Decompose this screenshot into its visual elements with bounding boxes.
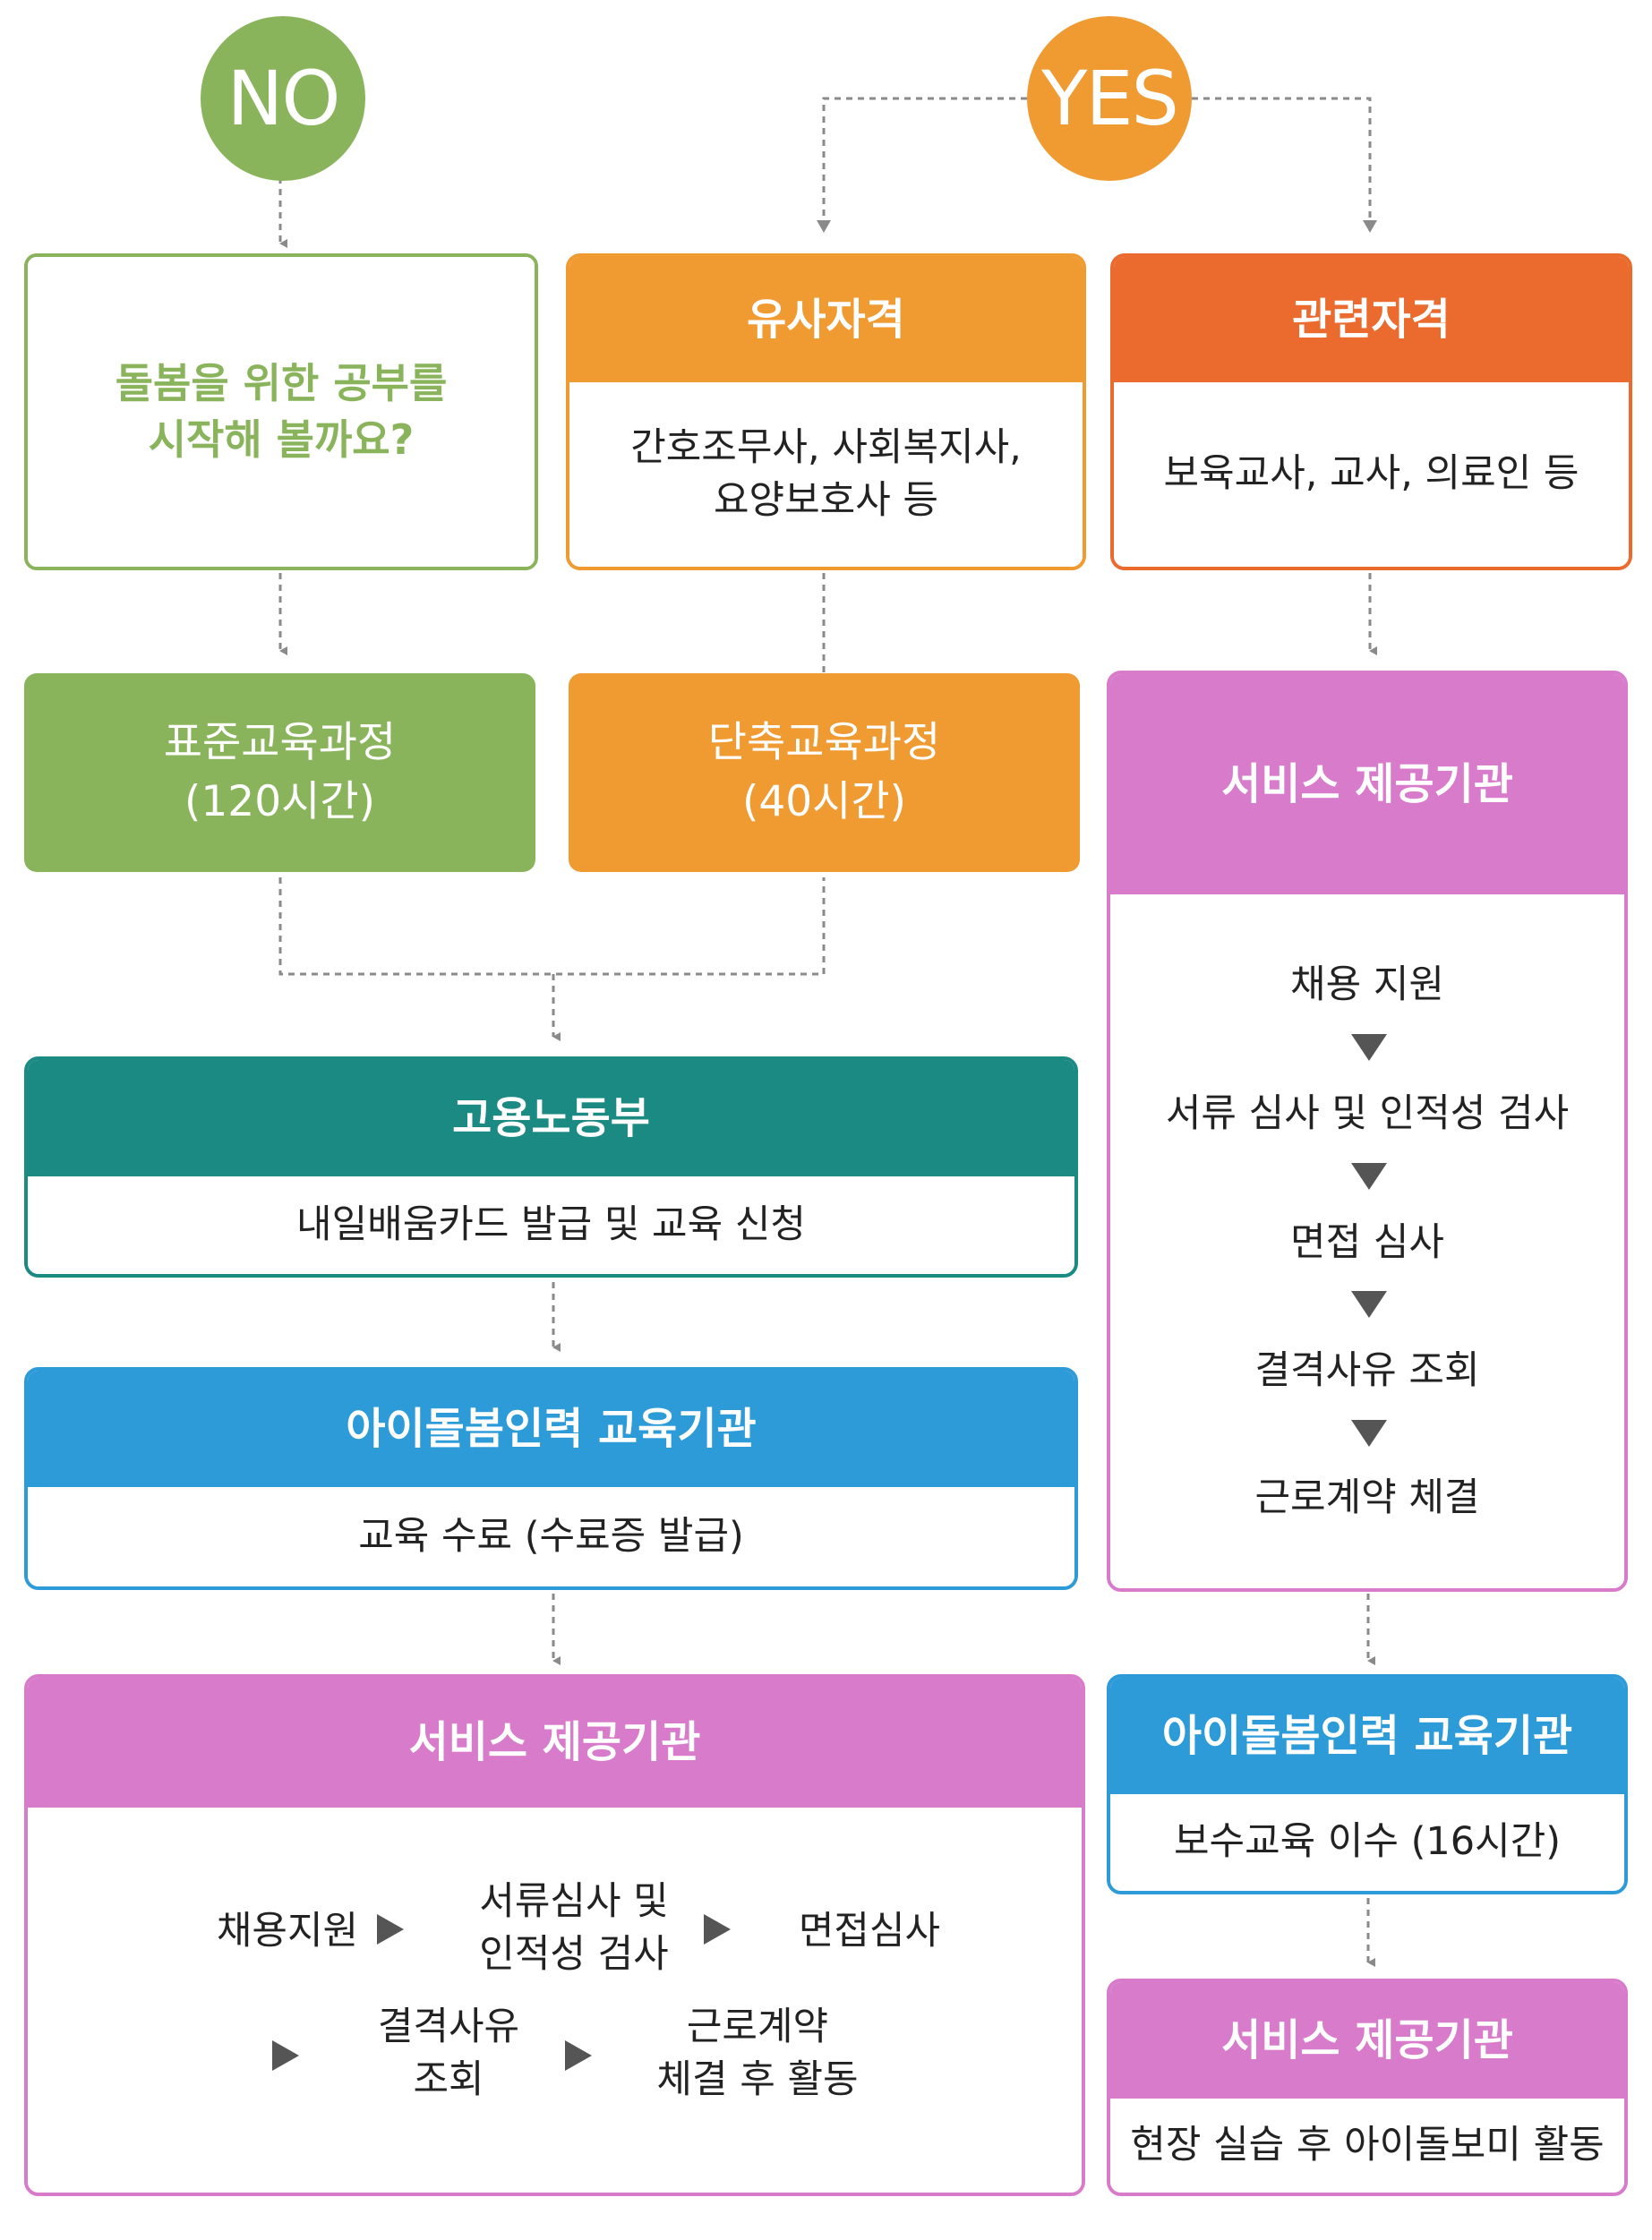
- flow-arrow-1: [377, 1914, 404, 1945]
- standard-course-text: 표준교육과정 (120시간): [163, 718, 397, 826]
- edu-institution-right-card: 아이돌봄인력 교육기관 보수교육 이수 (16시간): [1107, 1674, 1628, 1894]
- related-qualification-title: 관련자격: [1114, 257, 1629, 382]
- yes-circle: YES: [1027, 16, 1192, 181]
- step-interview: 면접 심사: [1290, 1220, 1444, 1265]
- step-arrow-3: [1351, 1291, 1387, 1318]
- similar-qualification-title: 유사자격: [569, 257, 1083, 382]
- standard-course-box: 표준교육과정 (120시간): [24, 673, 535, 872]
- no-question-box: 돌봄을 위한 공부를 시작해 볼까요?: [24, 253, 538, 570]
- labor-ministry-body: 내일배움카드 발급 및 교육 신청: [28, 1176, 1074, 1274]
- service-provider-right-title: 서비스 제공기관: [1110, 674, 1624, 894]
- service-provider-bottom-card: 서비스 제공기관 채용지원 서류심사 및 인적성 검사 면접심사 결격사유 조회…: [24, 1674, 1085, 2196]
- related-qualification-card: 관련자격 보육교사, 교사, 의료인 등: [1110, 253, 1632, 570]
- service-provider-right-steps: 채용 지원 서류 심사 및 인적성 검사 면접 심사 결격사유 조회 근로계약 …: [1110, 894, 1624, 1588]
- similar-qualification-card: 유사자격 간호조무사, 사회복지사, 요양보호사 등: [566, 253, 1086, 570]
- step-employment-contract: 근로계약 체결: [1254, 1475, 1480, 1520]
- connector-courses-merge: [278, 877, 826, 1037]
- flow-document-review: 서류심사 및 인적성 검사: [479, 1879, 669, 1978]
- service-provider-bottom-steps: 채용지원 서류심사 및 인적성 검사 면접심사 결격사유 조회 근로계약 체결 …: [28, 1808, 1082, 2193]
- arrowhead-yes-right: [1363, 220, 1377, 233]
- step-hiring-support: 채용 지원: [1290, 962, 1444, 1007]
- flow-arrow-3: [272, 2040, 299, 2071]
- flow-interview: 면접심사: [798, 1909, 941, 1954]
- edu-institution-right-title: 아이돌봄인력 교육기관: [1110, 1678, 1624, 1794]
- edu-institution-left-title: 아이돌봄인력 교육기관: [28, 1371, 1074, 1487]
- flow-hiring-support: 채용지원: [216, 1909, 359, 1954]
- similar-qualification-body: 간호조무사, 사회복지사, 요양보호사 등: [569, 382, 1083, 567]
- related-qualification-body: 보육교사, 교사, 의료인 등: [1114, 382, 1629, 567]
- no-question-text: 돌봄을 위한 공부를 시작해 볼까요?: [28, 257, 535, 567]
- step-disqualification-check: 결격사유 조회: [1254, 1348, 1480, 1393]
- step-document-review: 서류 심사 및 인적성 검사: [1165, 1091, 1570, 1136]
- flow-arrow-4: [565, 2040, 592, 2071]
- service-provider-right-card: 서비스 제공기관 채용 지원 서류 심사 및 인적성 검사 면접 심사 결격사유…: [1107, 671, 1628, 1592]
- flow-arrow-2: [704, 1914, 731, 1945]
- labor-ministry-card: 고용노동부 내일배움카드 발급 및 교육 신청: [24, 1056, 1078, 1278]
- step-arrow-4: [1351, 1420, 1387, 1447]
- no-label: NO: [227, 55, 341, 142]
- service-provider-final-body: 현장 실습 후 아이돌보미 활동: [1110, 2099, 1624, 2193]
- yes-label: YES: [1041, 55, 1179, 142]
- edu-institution-left-body: 교육 수료 (수료증 발급): [28, 1487, 1074, 1586]
- connector-yes-branch: [822, 97, 1372, 224]
- short-course-box: 단축교육과정 (40시간): [569, 673, 1080, 872]
- short-course-text: 단축교육과정 (40시간): [707, 718, 941, 826]
- arrowhead-yes-left: [817, 220, 831, 233]
- service-provider-final-title: 서비스 제공기관: [1110, 1982, 1624, 2099]
- service-provider-final-card: 서비스 제공기관 현장 실습 후 아이돌보미 활동: [1107, 1979, 1628, 2196]
- no-circle: NO: [201, 16, 365, 181]
- flow-contract-activity: 근로계약 체결 후 활동: [656, 2005, 859, 2103]
- edu-institution-right-body: 보수교육 이수 (16시간): [1110, 1794, 1624, 1891]
- service-provider-bottom-title: 서비스 제공기관: [28, 1678, 1082, 1808]
- labor-ministry-title: 고용노동부: [28, 1060, 1074, 1176]
- step-arrow-2: [1351, 1163, 1387, 1190]
- step-arrow-1: [1351, 1034, 1387, 1061]
- flow-disqualification-check: 결격사유 조회: [377, 2005, 520, 2103]
- edu-institution-left-card: 아이돌봄인력 교육기관 교육 수료 (수료증 발급): [24, 1367, 1078, 1590]
